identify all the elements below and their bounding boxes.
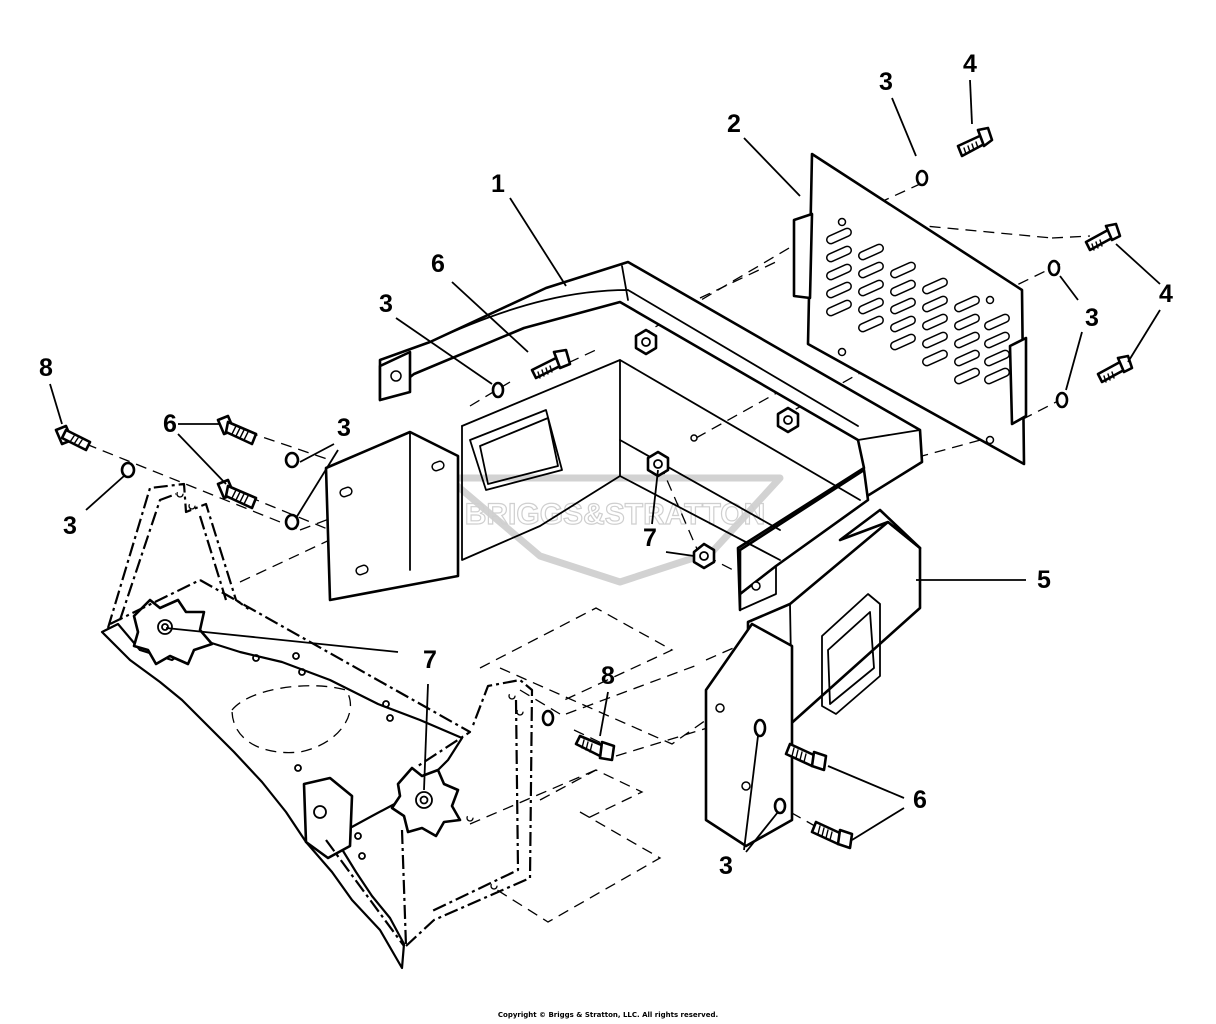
callout-labels: 1 2 3 4 3 4 6 3 8 6 3 3 7 5 7 8 6 3 [39,50,1173,880]
washer-3-right-lower [1055,391,1069,409]
bolt-6-left-lower [216,478,258,510]
callout-7-center: 7 [643,524,657,552]
callout-1: 1 [491,170,505,198]
watermark: BRIGGS&STRATTON [444,474,784,586]
callout-3-top: 3 [879,68,893,96]
nut-center [646,450,670,478]
washer-3-left [120,461,136,479]
washer-3-left-lower [284,513,300,531]
bolt-4-right-upper [1084,222,1122,252]
bolt-6-right-upper [784,742,828,772]
star-washer-left [132,598,214,666]
callout-7-lower: 7 [423,646,437,674]
bolt-6-left-upper [216,414,258,446]
bolt-4-top [956,126,994,158]
part-1-u-bracket [324,260,924,612]
nut-7-free [692,542,716,570]
frame-phantom [100,482,534,970]
frame-torn-section [100,622,464,970]
bolt-6-center [530,348,572,380]
nut-top-left [634,328,658,356]
washer-3-right-upper [1047,259,1061,277]
watermark-text: BRIGGS&STRATTON [465,498,766,531]
copyright-notice: Copyright © Briggs & Stratton, LLC. All … [497,1011,719,1019]
bolt-8-lower [574,734,616,762]
callout-4-right: 4 [1159,280,1173,308]
part-5-side-panel [704,508,922,848]
bolt-8-left [54,424,92,452]
callout-5: 5 [1037,566,1051,594]
bolt-4-right-lower [1096,354,1134,384]
washer-3-left-upper [284,451,300,469]
washer-3-center [491,381,505,399]
callout-6-right: 6 [913,786,927,814]
washer-3-lower [541,709,555,727]
part-2-vented-cover [792,152,1028,466]
callout-3-right: 3 [1085,304,1099,332]
callout-3-left-upper: 3 [337,414,351,442]
leader-lines [49,79,1161,853]
washer-3-right-lower-side [773,797,787,815]
bolt-6-right-lower [810,820,854,850]
callout-3-center: 3 [379,290,393,318]
callout-3-bottom: 3 [719,852,733,880]
cover-vent-slots [826,227,1010,385]
callout-8-lower: 8 [601,662,615,690]
nut-top-right [776,406,800,434]
callout-8-left: 8 [39,354,53,382]
washer-3-right-upper-side [753,718,767,738]
washer-3-top [915,169,929,187]
callout-3-left: 3 [63,512,77,540]
callout-4-top: 4 [963,50,977,78]
callout-6-left: 6 [163,410,177,438]
callout-6-center: 6 [431,250,445,278]
callout-2: 2 [727,110,741,138]
